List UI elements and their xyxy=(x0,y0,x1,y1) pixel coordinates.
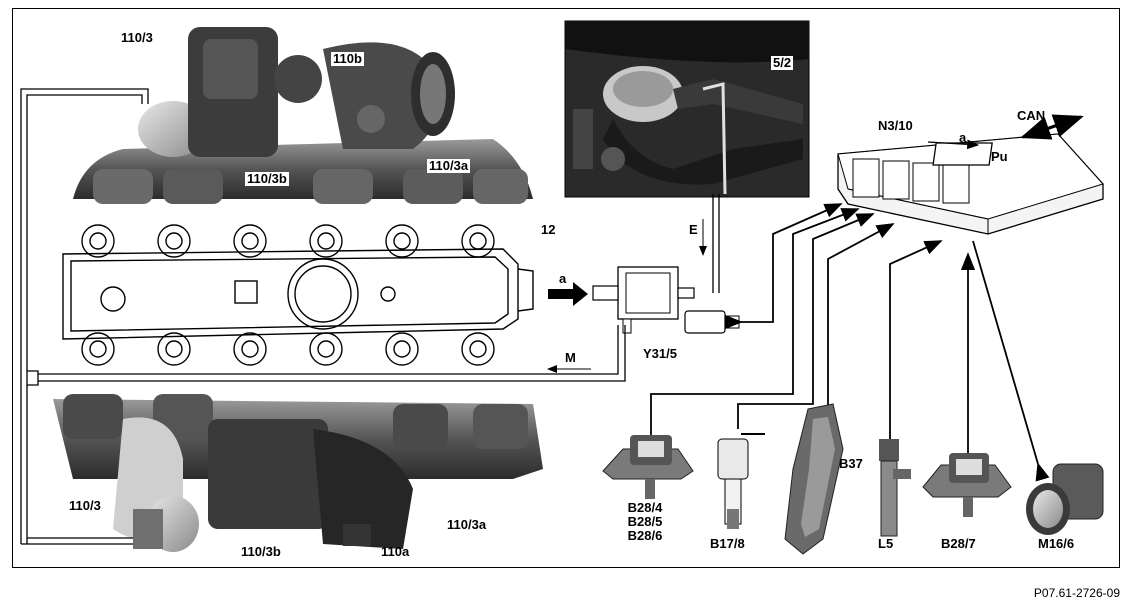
manifold-boss xyxy=(81,332,115,366)
label-110-3a-bottom: 110/3a xyxy=(447,517,487,532)
label-l5: L5 xyxy=(878,536,894,551)
label-110-3b-bottom: 110/3b xyxy=(241,544,281,559)
manifold-boss xyxy=(385,224,419,258)
manifold-boss-inner xyxy=(165,232,183,250)
label-b37: B37 xyxy=(839,456,863,471)
label-110-3a-top: 110/3a xyxy=(427,158,471,173)
pressure-transducer-y31-5 xyxy=(592,266,740,334)
can-bus-arrow xyxy=(1020,114,1084,140)
control-unit-connector xyxy=(942,164,970,204)
label-b28-group: B28/4 B28/5 B28/6 xyxy=(615,501,675,543)
manifold-boss xyxy=(157,332,191,366)
figure-code: P07.61-2726-09 xyxy=(1033,586,1120,600)
pedal-sensor-b37-image xyxy=(784,403,844,555)
manifold-boss-inner xyxy=(241,232,259,250)
manifold-boss xyxy=(385,332,419,366)
control-unit-connector xyxy=(852,158,880,198)
lower-turbocharger-image xyxy=(53,394,543,552)
label-110-3b-top: 110/3b xyxy=(245,171,289,186)
manifold-boss-inner xyxy=(89,340,107,358)
label-110a: 110a xyxy=(381,544,410,559)
label-b17-8: B17/8 xyxy=(710,536,745,551)
manifold-boss xyxy=(233,332,267,366)
upper-turbocharger-image xyxy=(73,27,533,204)
label-5-2: 5/2 xyxy=(771,55,794,70)
label-input-a: a xyxy=(559,271,567,286)
manifold-boss-inner xyxy=(165,340,183,358)
diagram-frame: 110/3 110b 110/3b 110/3a 12 5/2 N3/10 a … xyxy=(12,8,1120,568)
diagram-canvas xyxy=(20,20,1104,555)
control-unit-connector xyxy=(912,162,940,202)
manifold-boss xyxy=(461,224,495,258)
sensor-b28-4-image xyxy=(602,435,694,499)
control-unit-n3-10 xyxy=(837,133,1104,235)
label-b28-7: B28/7 xyxy=(941,536,976,551)
label-can: CAN xyxy=(1017,108,1046,123)
sensor-b28-7-image xyxy=(922,453,1012,517)
label-110-3-top: 110/3 xyxy=(121,30,153,45)
manifold-boss-inner xyxy=(89,232,107,250)
manifold-boss-inner xyxy=(393,232,411,250)
manifold-boss xyxy=(157,224,191,258)
manifold-boss-inner xyxy=(469,340,487,358)
manifold-boss xyxy=(309,332,343,366)
intake-manifold-drawing xyxy=(62,224,534,366)
manifold-boss xyxy=(309,224,343,258)
label-y31-5: Y31/5 xyxy=(643,346,677,361)
manifold-boss xyxy=(81,224,115,258)
manifold-boss-inner xyxy=(317,232,335,250)
manifold-boss xyxy=(233,224,267,258)
label-110-3-bottom: 110/3 xyxy=(69,498,101,513)
label-m16-6: M16/6 xyxy=(1038,536,1075,551)
sensor-b17-8-image xyxy=(717,433,765,529)
manifold-boss-inner xyxy=(469,232,487,250)
label-b28-6: B28/6 xyxy=(627,528,663,543)
label-control-unit-a: a xyxy=(959,130,967,145)
throttle-m16-6-image xyxy=(1026,463,1104,535)
label-e: E xyxy=(689,222,698,237)
label-n3-10: N3/10 xyxy=(878,118,913,133)
manifold-boss xyxy=(461,332,495,366)
engine-compartment-photo xyxy=(564,20,810,198)
manifold-boss-inner xyxy=(241,340,259,358)
manifold-boss-inner xyxy=(317,340,335,358)
control-unit-connector xyxy=(882,160,910,200)
flow-input-arrow xyxy=(548,282,588,306)
vacuum-lines xyxy=(20,88,720,545)
label-110b: 110b xyxy=(331,51,364,66)
label-pu: Pu xyxy=(991,149,1008,164)
label-12: 12 xyxy=(541,222,556,237)
label-b28-5: B28/5 xyxy=(627,514,663,529)
manifold-boss-inner xyxy=(393,340,411,358)
label-m: M xyxy=(565,350,576,365)
sensor-l5-image xyxy=(879,439,911,537)
label-b28-4: B28/4 xyxy=(627,500,663,515)
signal-lines xyxy=(650,203,1050,482)
